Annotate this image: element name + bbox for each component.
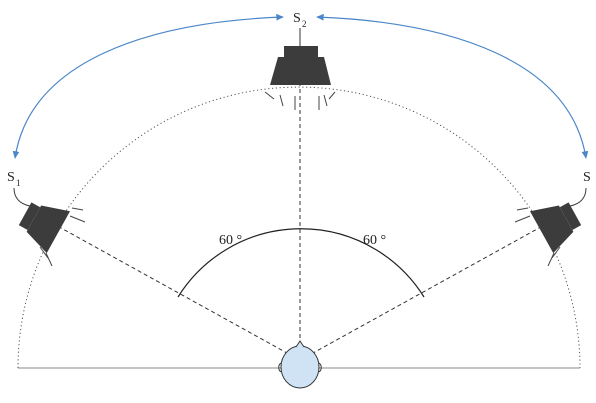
- left-speaker-label: S: [7, 170, 15, 185]
- center-speaker-subscript: 2: [302, 19, 307, 29]
- angle-label-left: 60 °: [219, 233, 242, 248]
- center-speaker-label: S: [293, 11, 301, 26]
- loudspeaker-icon: [13, 193, 70, 253]
- left-speaker: S 1: [7, 170, 85, 266]
- right-speaker: S: [515, 170, 591, 266]
- listening-circle-arc: [18, 87, 580, 368]
- arrow-center-to-left: [15, 17, 283, 158]
- center-speaker: S 2: [265, 11, 335, 110]
- left-speaker-stem: [14, 188, 30, 206]
- arrow-center-to-right: [317, 17, 586, 158]
- right-speaker-label: S: [583, 170, 591, 185]
- loudspeaker-icon: [530, 193, 587, 253]
- listener-head-icon: [279, 341, 322, 388]
- angle-label-right: 60 °: [363, 233, 386, 248]
- right-speaker-line: [304, 223, 548, 358]
- left-speaker-line: [52, 223, 296, 358]
- loudspeaker-icon: [265, 46, 335, 110]
- left-speaker-subscript: 1: [16, 178, 21, 188]
- angle-arc: [178, 229, 424, 297]
- right-speaker-stem: [570, 188, 586, 206]
